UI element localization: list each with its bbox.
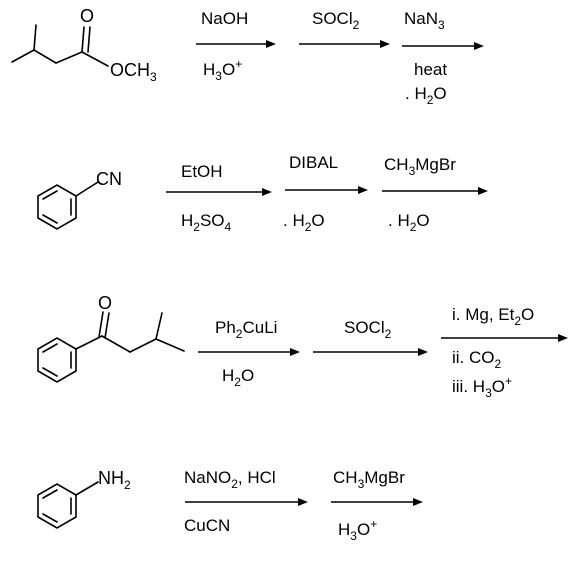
reagent-h2o: . H2O (405, 84, 447, 107)
step-3-2: SOCl2 (313, 318, 428, 356)
reagent-mg-et2o: i. Mg, Et2O (452, 305, 534, 328)
step-2-3: CH3MgBr . H2O (382, 155, 488, 234)
amine-label: NH2 (98, 468, 131, 492)
step-1-1: NaOH H3O+ (196, 9, 276, 83)
isobutyl-phenyl-ketone-structure: O (37, 293, 185, 383)
benzonitrile-structure: CN (37, 169, 122, 230)
reagent-h3o-plus: H3O+ (203, 57, 242, 83)
step-3-3: i. Mg, Et2O ii. CO2 iii. H3O+ (441, 305, 568, 400)
step-1-2: SOCl2 (299, 9, 390, 48)
reagent-socl2: SOCl2 (312, 9, 360, 32)
reagent-cucn: CuCN (184, 516, 230, 535)
reagent-socl2: SOCl2 (344, 318, 392, 341)
condition-heat: heat (414, 60, 447, 79)
step-2-1: EtOH H2SO4 (166, 162, 272, 234)
carbonyl-oxygen-label: O (98, 293, 112, 313)
reaction-3: O Ph2CuLi H2O SOCl2 i. Mg, Et2O ii. CO2 … (37, 293, 568, 400)
reagent-etoh: EtOH (181, 162, 223, 181)
carbonyl-oxygen-label: O (80, 6, 94, 26)
reaction-1: O OCH3 NaOH H3O+ SOCl2 NaN3 heat . H2O (11, 6, 484, 107)
methyl-isovalerate-structure: O OCH3 (11, 6, 157, 84)
ester-oxygen-label: OCH3 (110, 60, 157, 84)
reaction-2: CN EtOH H2SO4 DIBAL . H2O CH3MgBr . H2O (37, 153, 488, 234)
aniline-structure: NH2 (37, 468, 131, 529)
reagent-h2o: . H2O (388, 211, 430, 234)
reagent-h3o-plus: iii. H3O+ (452, 374, 512, 400)
reagent-ph2culi: Ph2CuLi (215, 318, 277, 341)
reagent-ch3mgbr: CH3MgBr (333, 468, 405, 491)
step-4-1: NaNO2, HCl CuCN (184, 468, 308, 535)
reagent-ch3mgbr: CH3MgBr (384, 155, 456, 178)
reagent-h2o: H2O (222, 366, 254, 389)
reagent-co2: ii. CO2 (452, 348, 502, 371)
step-3-1: Ph2CuLi H2O (198, 318, 300, 389)
nitrile-label: CN (96, 169, 122, 189)
reaction-4: NH2 NaNO2, HCl CuCN CH3MgBr H3O+ (37, 468, 423, 543)
reagent-dibal: DIBAL (289, 153, 338, 172)
reagent-nan3: NaN3 (404, 9, 445, 32)
reagent-h3o-plus: H3O+ (338, 517, 377, 543)
step-4-2: CH3MgBr H3O+ (331, 468, 423, 543)
reagent-nano2-hcl: NaNO2, HCl (184, 468, 276, 491)
step-2-2: DIBAL . H2O (283, 153, 368, 234)
reagent-h2o: . H2O (283, 211, 325, 234)
reagent-h2so4: H2SO4 (181, 211, 232, 234)
reagent-naoh: NaOH (201, 9, 248, 28)
step-1-3: NaN3 heat . H2O (402, 9, 484, 107)
